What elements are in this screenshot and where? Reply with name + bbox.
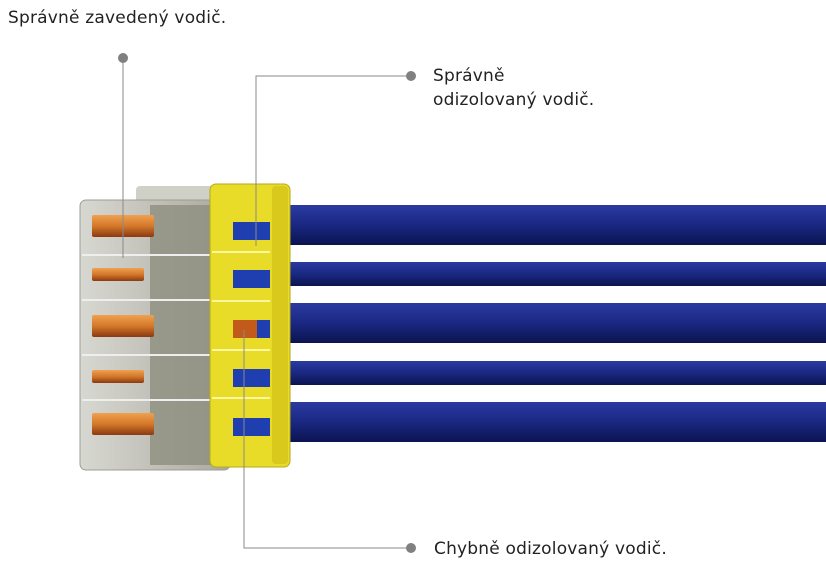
copper-lever-3 <box>92 315 154 337</box>
wire-window-5 <box>233 418 270 436</box>
leader-dot-correctly-stripped <box>406 71 416 81</box>
clear-housing <box>79 186 231 471</box>
copper-levers <box>92 215 154 435</box>
wire-2 <box>285 262 826 286</box>
callout-correctly-stripped-line2: odizolovaný vodič. <box>433 90 595 110</box>
yellow-housing <box>209 183 291 468</box>
copper-lever-4 <box>92 370 144 383</box>
callout-correctly-inserted-label: Správně zavedený vodič. <box>8 8 227 28</box>
wire-window-1 <box>233 222 270 240</box>
wire-1 <box>285 205 826 245</box>
callout-incorrectly-stripped-label: Chybně odizolovaný vodič. <box>434 539 667 559</box>
leader-dot-incorrectly-stripped <box>406 543 416 553</box>
copper-lever-5 <box>92 413 154 435</box>
wire-window-2 <box>233 270 270 288</box>
wire-5 <box>285 402 826 442</box>
copper-lever-2 <box>92 268 144 281</box>
callout-correctly-stripped-line1: Správně <box>433 66 505 86</box>
leader-dot-correctly-inserted <box>118 53 128 63</box>
wire-3 <box>285 303 826 343</box>
wire-4 <box>285 361 826 385</box>
wire-window-4 <box>233 369 270 387</box>
wires <box>285 205 826 442</box>
leader-lines <box>122 58 410 549</box>
callout-correctly-stripped-label: Správně odizolovaný vodič. <box>433 64 594 112</box>
